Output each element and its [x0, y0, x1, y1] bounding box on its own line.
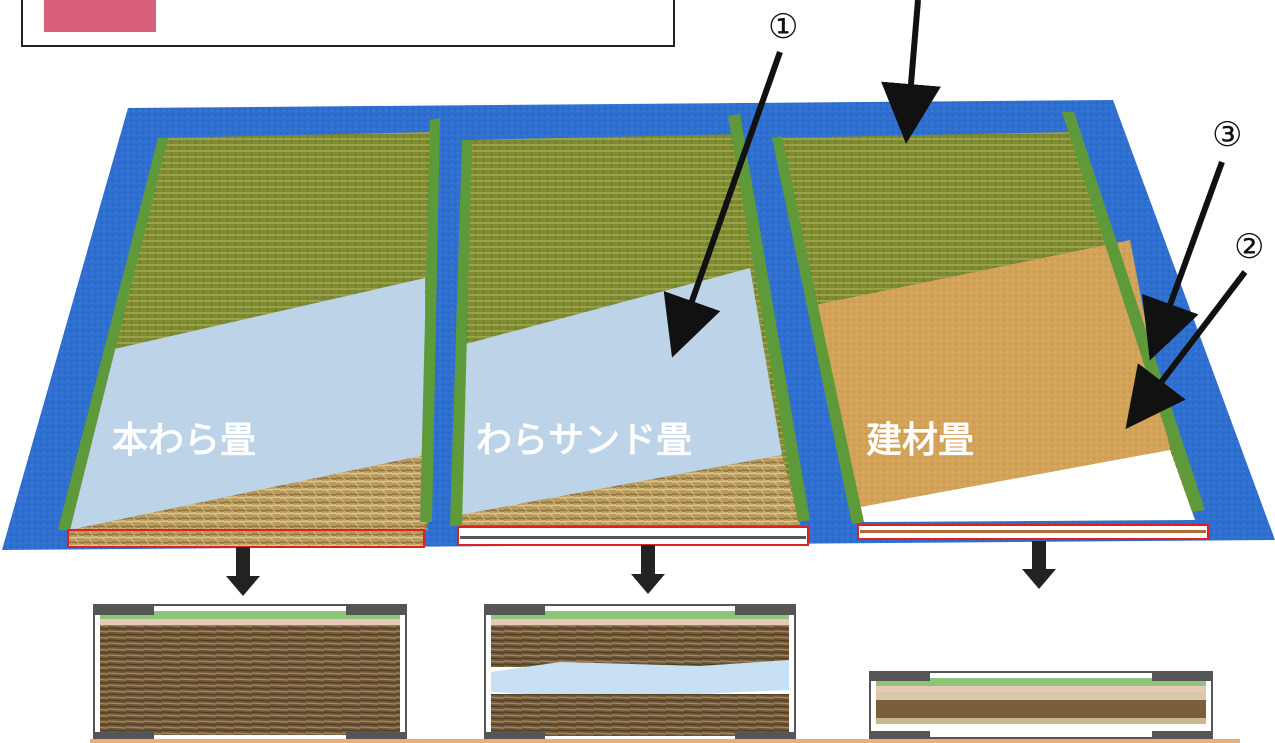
- arrow-callout-2: [1125, 270, 1248, 430]
- heri-left: [772, 136, 864, 524]
- cross-section-kenzai: [869, 671, 1213, 739]
- section-arrows: [226, 541, 1056, 596]
- heri-left: [58, 138, 168, 530]
- label-kenzai: 建材畳: [866, 420, 974, 461]
- legend-swatch: [44, 0, 156, 32]
- arrow-callout-1: [663, 51, 783, 358]
- heri-right: [728, 114, 810, 522]
- label-wara-sand: わらサンド畳: [476, 420, 692, 461]
- legend-box: [21, 0, 675, 47]
- callout-number-3: ③: [1212, 115, 1242, 155]
- tatami-hon-wara: 本わら畳: [58, 118, 440, 548]
- cross-section-wara-sand: [484, 604, 796, 741]
- callout-number-1: ①: [768, 7, 798, 47]
- label-hon-wara: 本わら畳: [112, 420, 256, 461]
- cross-section-hon-wara: [93, 604, 407, 741]
- callout-number-2: ②: [1234, 227, 1264, 267]
- heri-left: [450, 140, 472, 526]
- callout-arrows: [663, 0, 1248, 430]
- tatami-wara-sand: わらサンド畳: [450, 114, 810, 546]
- heri-right: [420, 118, 440, 522]
- cut-edge-hon-wara: [67, 529, 425, 548]
- arrow-top-center: [881, 0, 941, 144]
- baseline: [90, 739, 1240, 743]
- arrow-callout-3: [1142, 160, 1225, 361]
